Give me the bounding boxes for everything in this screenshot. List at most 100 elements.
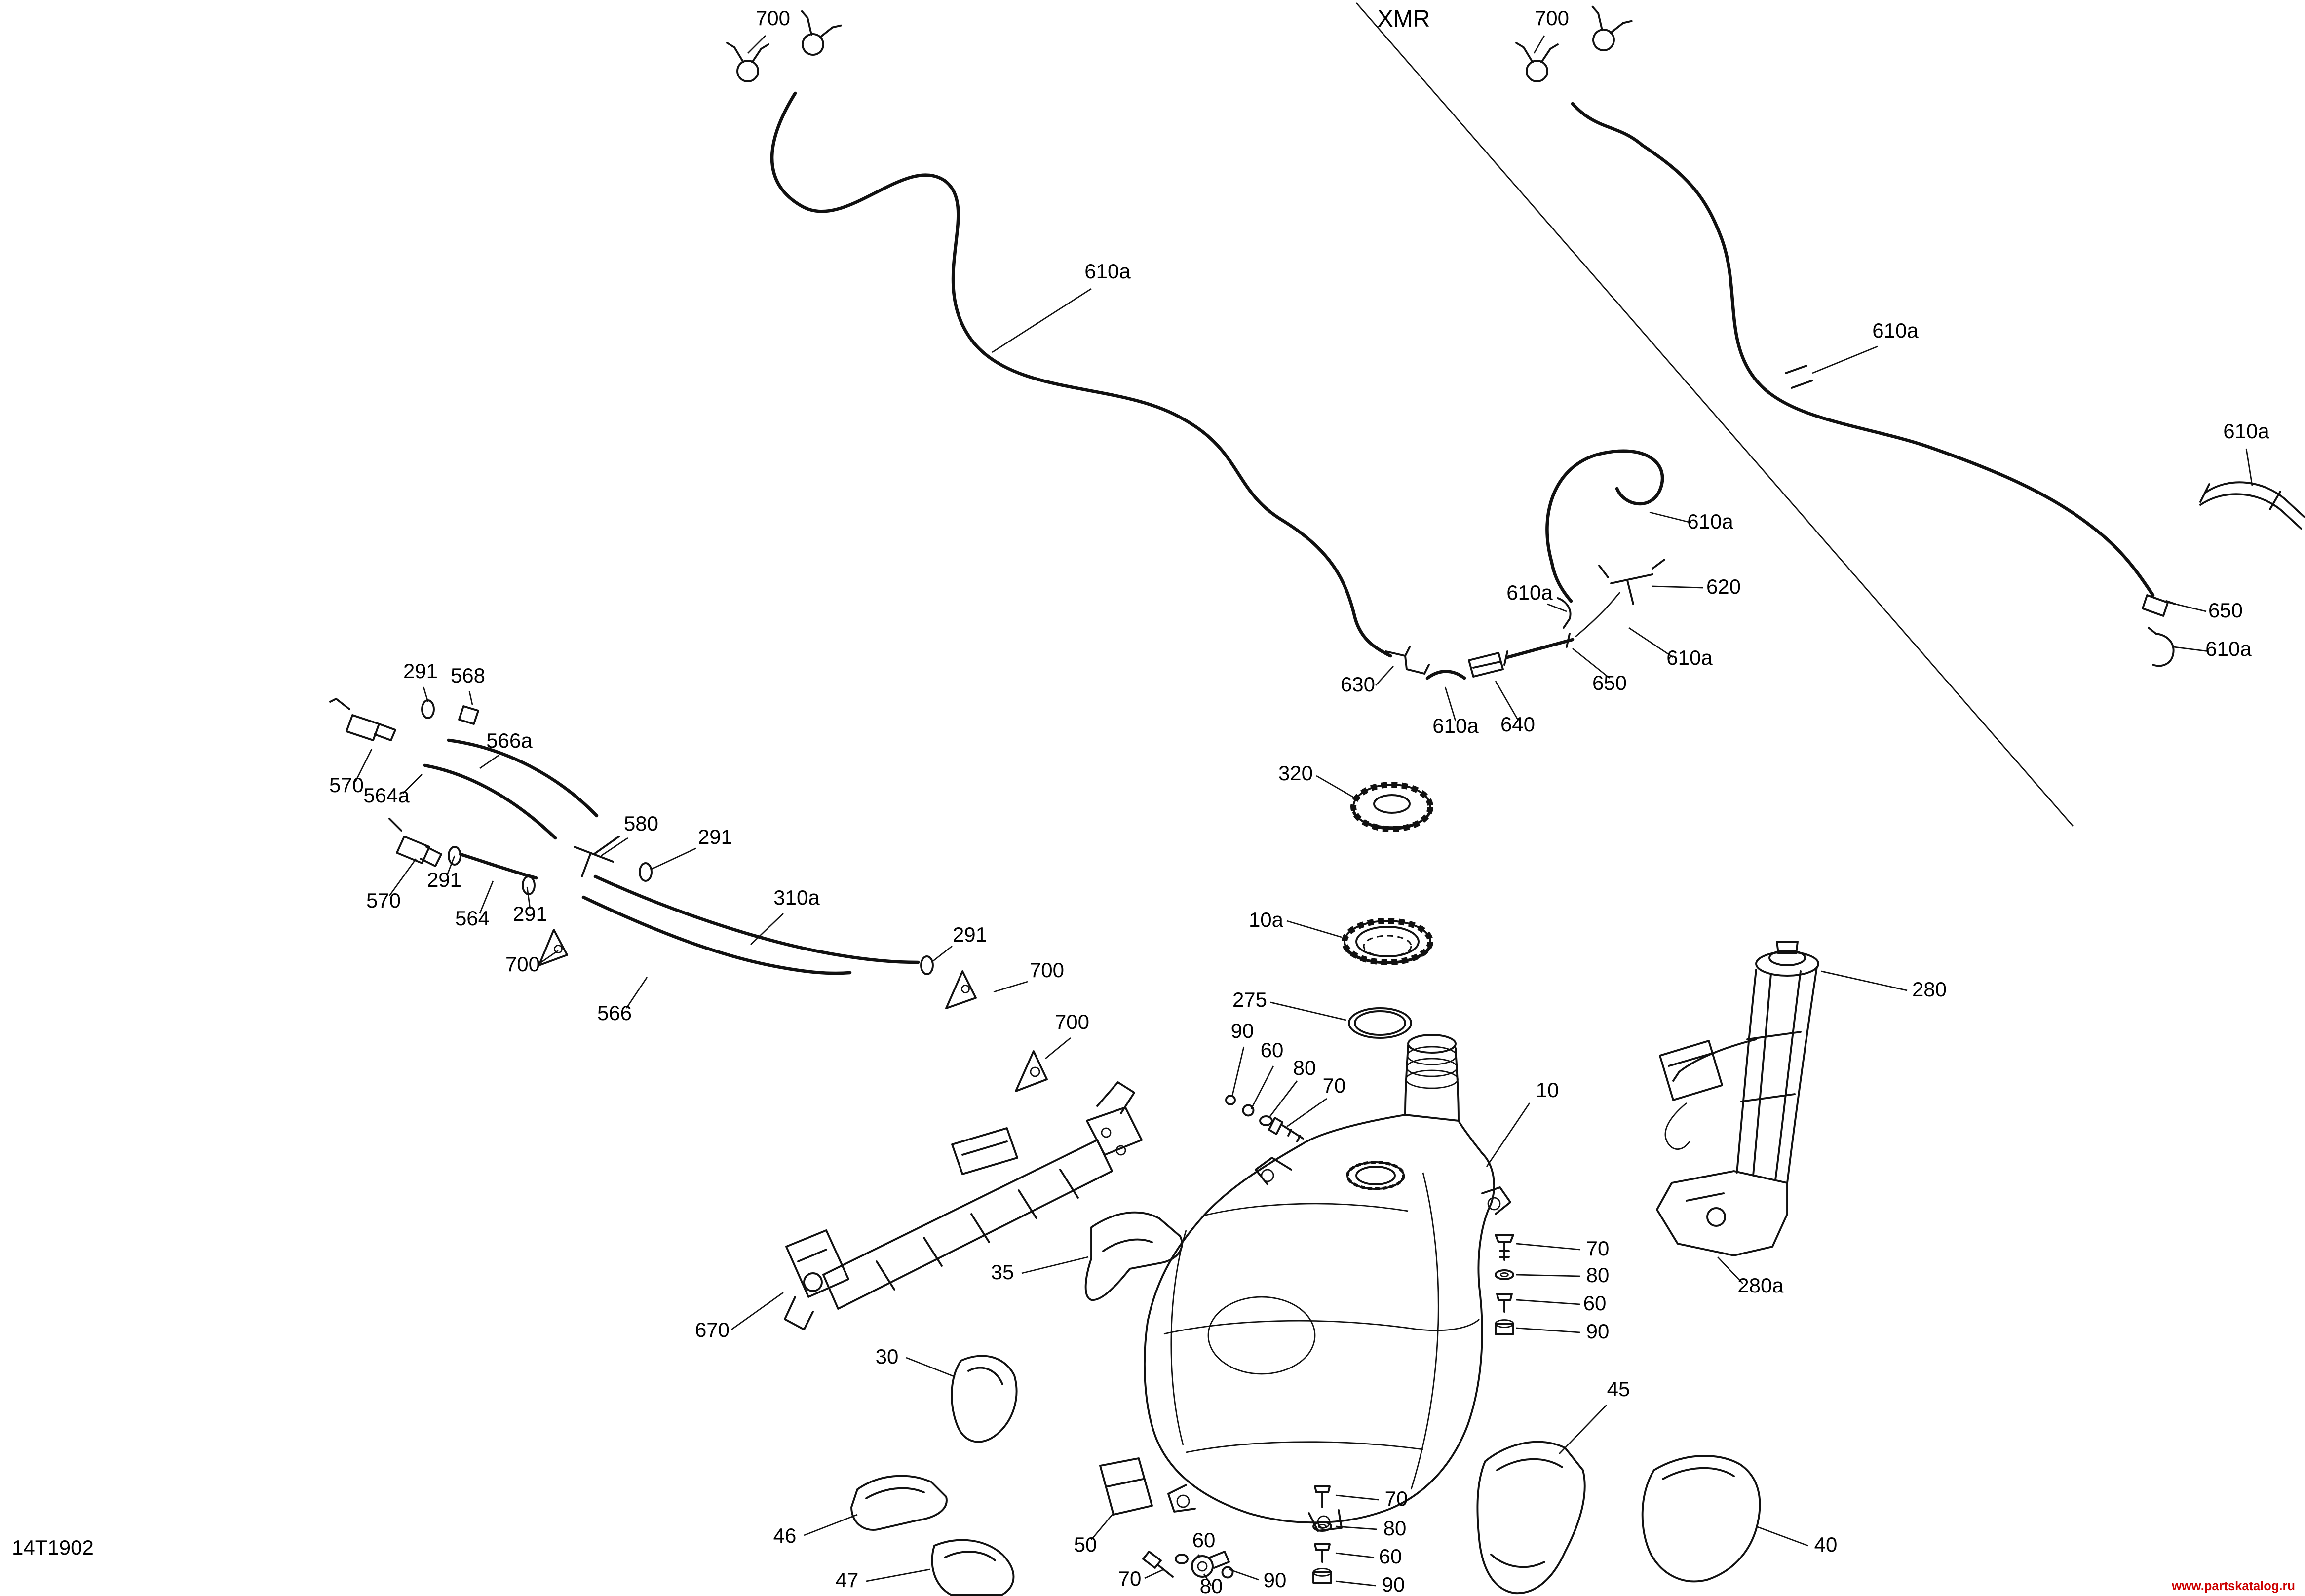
tee-fitting-620-drawing: [1598, 559, 1665, 605]
fitting-568-drawing: [458, 705, 479, 725]
tube-650-mid-drawing: [1505, 638, 1575, 659]
tank-neck-thread2: [1406, 1058, 1458, 1077]
nut-90-d-drawing: [1312, 1571, 1332, 1584]
fuel-cap-320-group: [1350, 782, 1433, 832]
part-label-10: 10: [1536, 1078, 1559, 1102]
part-label-650: 650: [1592, 671, 1627, 694]
part-label-610a: 610a: [2223, 419, 2269, 443]
part-label-40: 40: [1814, 1533, 1838, 1556]
tank-facet-lines: [1163, 1172, 1480, 1490]
part-label-80: 80: [1200, 1574, 1223, 1596]
shield-45-drawing: [1476, 1441, 1586, 1595]
oring-outer: [1348, 1007, 1412, 1039]
filler-ring-inner: [1355, 926, 1420, 957]
watermark: www.partskatalog.ru: [2171, 1579, 2295, 1593]
part-label-60: 60: [1192, 1528, 1216, 1552]
strip-50-drawing: [1099, 1457, 1153, 1516]
pump-flange-inner: [1768, 950, 1806, 966]
tank-neck-sides: [1404, 1044, 1460, 1122]
part-label-570: 570: [366, 889, 401, 912]
shield-35-drawing: [1084, 1211, 1183, 1301]
nut-90-b-top: [1495, 1319, 1514, 1328]
part-label-80: 80: [1383, 1517, 1407, 1540]
part-label-60: 60: [1583, 1292, 1607, 1315]
oring-inner: [1354, 1010, 1406, 1036]
clamp-700-hole-c: [554, 945, 563, 953]
part-label-570: 570: [329, 773, 364, 797]
pump-bracket-280a: [1656, 1170, 1788, 1256]
part-label-70: 70: [1118, 1567, 1142, 1590]
shield-40-drawing: [1641, 1455, 1761, 1583]
part-label-60: 60: [1261, 1038, 1284, 1062]
part-label-610a: 610a: [1432, 714, 1479, 737]
clamp-700-hole-e: [1030, 1066, 1040, 1077]
part-label-291: 291: [698, 825, 732, 848]
part-label-620: 620: [1706, 575, 1741, 598]
tank-pump-ring: [1346, 1161, 1405, 1190]
y-fitting-580-drawing: [574, 836, 620, 877]
tank-neck-top: [1407, 1034, 1457, 1054]
part-label-568: 568: [451, 664, 485, 687]
part-label-670: 670: [695, 1318, 730, 1341]
part-label-700: 700: [505, 952, 540, 976]
fuel-line-left-610a-drawing: [770, 91, 1392, 658]
tank-ear-hole3: [1176, 1494, 1190, 1508]
tank-mount-ears: [1167, 1157, 1511, 1532]
part-label-90: 90: [1231, 1019, 1254, 1042]
part-label-35: 35: [991, 1260, 1014, 1284]
fitting-650-right-drawing: [2142, 594, 2176, 617]
xmr-divider-line: [1355, 2, 2074, 827]
oring-275-group: [1348, 1007, 1412, 1039]
part-label-310a: 310a: [773, 886, 820, 909]
part-label-564a: 564a: [363, 784, 410, 807]
part-label-90: 90: [1382, 1573, 1405, 1596]
clamp-291-b-drawing: [639, 862, 653, 882]
part-label-275: 275: [1232, 988, 1267, 1011]
frame-support-670-group: [538, 929, 1143, 1330]
tube-310a-drawing: [593, 874, 920, 964]
part-label-580: 580: [624, 812, 658, 835]
pump-canister: [1659, 1040, 1723, 1101]
tank-body-outline: [1144, 1114, 1495, 1524]
clamp-80-c-tab: [1209, 1551, 1230, 1569]
washer-80-b-drawing: [1495, 1269, 1514, 1280]
washer-80-a-drawing: [1259, 1115, 1273, 1126]
shield-30-drawing: [951, 1355, 1018, 1443]
tube-650-end-ticks: [1503, 633, 1571, 666]
part-label-90: 90: [1586, 1320, 1610, 1343]
part-label-320: 320: [1278, 761, 1313, 785]
frame-left-plate-hole: [803, 1272, 823, 1292]
fasteners-group: [1142, 1095, 1514, 1584]
elbow-610a-right-drawing: [2148, 627, 2175, 667]
part-label-610a: 610a: [1084, 260, 1131, 283]
variant-label: XMR: [1378, 6, 1430, 32]
tank-pump-ring-inner: [1355, 1166, 1396, 1185]
frame-bracket-hole1: [1101, 1127, 1112, 1138]
part-labels: XMR 14T1902 www.partskatalog.ru 700 700 …: [12, 6, 2295, 1596]
part-label-291: 291: [953, 923, 987, 946]
elbow-630-drawing: [1385, 646, 1430, 675]
washer-80-d-hole: [1318, 1524, 1327, 1529]
frame-right-bracket: [1086, 1081, 1143, 1156]
bolt-70-b-drawing: [1495, 1234, 1514, 1261]
part-label-700: 700: [1055, 1010, 1089, 1033]
diagram-artwork: [329, 2, 2305, 1596]
part-label-45: 45: [1607, 1377, 1630, 1401]
nut-90-d-top: [1312, 1568, 1332, 1577]
clamp-700-pennant-d: [945, 970, 977, 1009]
top-clamps-700: [726, 5, 1633, 82]
clamp-700-hole-d: [961, 985, 970, 993]
fuel-tank-10-group: [1144, 1034, 1511, 1532]
nut-90-b-drawing: [1495, 1323, 1514, 1335]
filler-ring-10a-group: [1342, 918, 1433, 965]
clamp-291-d-drawing: [522, 875, 536, 895]
part-label-70: 70: [1586, 1237, 1610, 1260]
hose-566a-drawing: [447, 738, 599, 818]
part-label-566a: 566a: [486, 729, 533, 752]
part-label-10a: 10a: [1249, 908, 1284, 931]
part-label-700: 700: [1535, 6, 1569, 30]
bolt-60-a-drawing: [1242, 1104, 1255, 1117]
part-label-566: 566: [597, 1001, 632, 1025]
